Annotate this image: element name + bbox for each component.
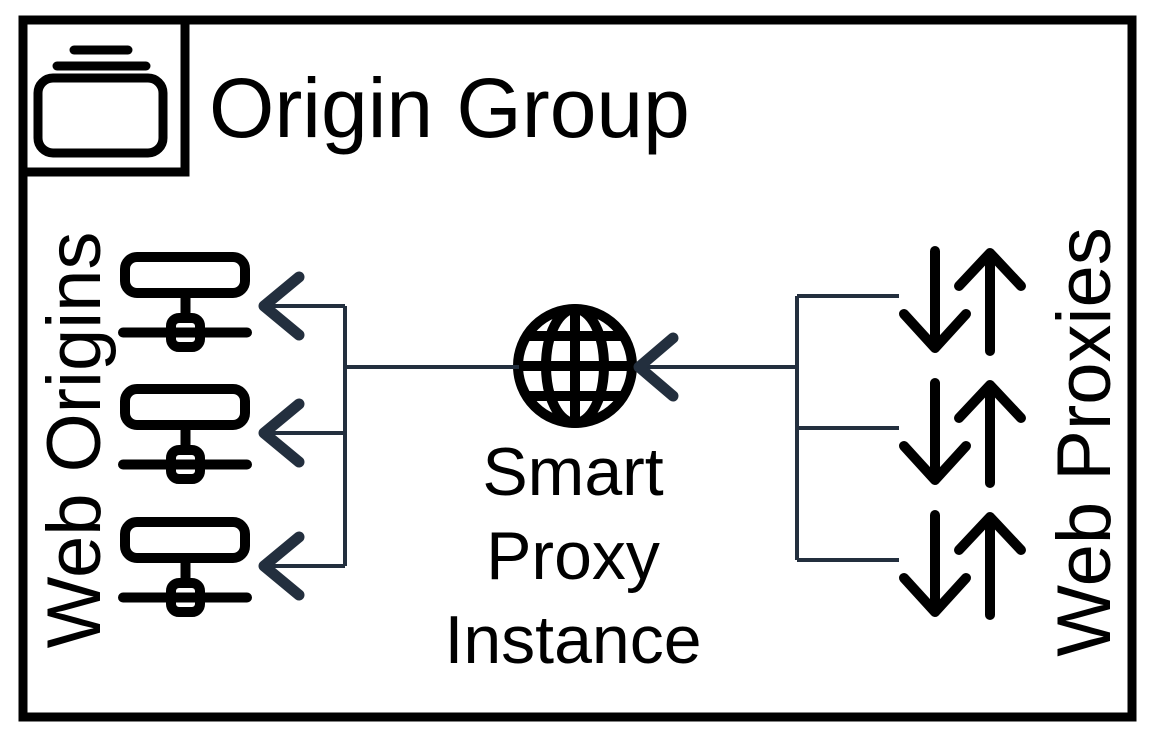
web-origin-icon-2 — [123, 389, 247, 479]
arrow-to-origin-3 — [258, 531, 345, 601]
origin-group-boundary — [18, 15, 1137, 722]
left-chevron-icon — [258, 398, 305, 468]
web-proxies-label: Web Proxies — [1042, 227, 1127, 656]
left-chevron-icon — [258, 531, 305, 601]
web-proxy-icon-3 — [904, 515, 1021, 615]
web-origin-icon-3 — [123, 522, 247, 612]
web-proxy-icon-1 — [904, 251, 1021, 351]
arrow-to-origin-1 — [258, 271, 345, 341]
left-chevron-icon — [258, 271, 305, 341]
web-proxy-icon-2 — [904, 383, 1021, 483]
globe-icon — [513, 304, 637, 428]
web-origin-icon-1 — [123, 257, 247, 347]
connectors — [258, 271, 899, 601]
stack-card — [33, 73, 168, 158]
title-icon-box — [18, 15, 190, 177]
origin-group-icon — [33, 45, 168, 158]
smart-proxy-label-line1: Smart — [482, 434, 663, 510]
left-chevron-icon — [633, 332, 679, 402]
arrow-to-globe — [633, 332, 797, 402]
origin-group-title: Origin Group — [209, 61, 690, 155]
smart-proxy-label-line3: Instance — [444, 602, 701, 678]
web-origins-label: Web Origins — [32, 232, 117, 649]
smart-proxy-label-line2: Proxy — [486, 518, 660, 594]
arrow-to-origin-2 — [258, 398, 345, 468]
